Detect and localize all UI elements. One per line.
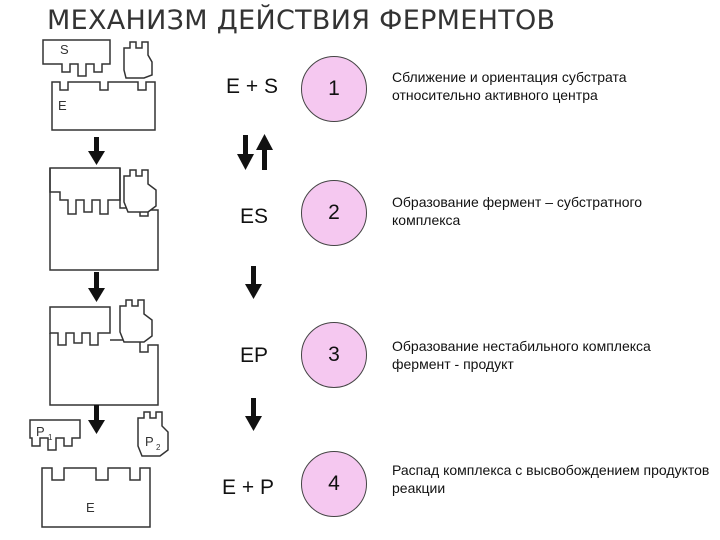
arrow-shaft-mid-2 [251, 266, 256, 286]
arrow-head-mid-2 [245, 284, 262, 299]
arrow-shaft-left-1 [94, 137, 99, 153]
step-circle-3: 3 [301, 322, 367, 388]
enzyme-shape-top [51, 81, 156, 131]
es-complex-shape [49, 167, 121, 215]
product-1-label: P [36, 424, 45, 439]
step-circle-1: 1 [301, 56, 367, 122]
step-circle-2: 2 [301, 180, 367, 246]
step-number-1: 1 [328, 77, 340, 100]
formula-es: ES [240, 205, 269, 228]
enzyme-shape-bottom [41, 467, 151, 528]
step-description-2: Образование фермент – субстратного компл… [392, 194, 643, 228]
arrow-head-down-mid [237, 154, 254, 170]
substrate-shape [42, 39, 111, 77]
formula-ep: EP [240, 344, 269, 367]
ep-complex-shape [49, 306, 111, 346]
molecule-shape-2 [123, 169, 157, 213]
step-description-1: Сближение и ориентация субстрата относит… [392, 69, 627, 103]
arrow-shaft-down-mid [243, 135, 248, 157]
arrow-shaft-mid-3 [251, 398, 256, 418]
step-number-3: 3 [328, 343, 340, 366]
formula-e-plus-s: E + S [226, 75, 278, 98]
arrow-shaft-left-2 [94, 272, 99, 290]
product-2-label: P [145, 434, 154, 449]
step-number-4: 4 [328, 472, 340, 495]
arrow-head-left-1 [88, 151, 105, 165]
step-circle-4: 4 [301, 451, 367, 517]
molecule-shape-3 [119, 299, 153, 343]
molecule-shape-1 [123, 41, 153, 79]
arrow-head-up-mid [256, 134, 273, 150]
product-1-shape [29, 419, 81, 451]
step-description-4: Распад комплекса с высвобождением продук… [392, 462, 710, 496]
enzyme-label-top: E [58, 98, 67, 113]
ep-enzyme-body [49, 333, 159, 406]
step-number-2: 2 [328, 201, 340, 224]
formula-e-plus-p: E + P [222, 476, 274, 499]
product-2-shape [137, 411, 169, 457]
arrow-head-mid-3 [245, 416, 262, 431]
arrow-shaft-left-3 [94, 405, 99, 423]
substrate-label: S [60, 42, 69, 57]
page-title: МЕХАНИЗМ ДЕЙСТВИЯ ФЕРМЕНТОВ [47, 5, 556, 36]
product-2-subscript: 2 [156, 443, 161, 452]
enzyme-label-bottom: E [86, 500, 95, 515]
arrow-shaft-up-mid [262, 148, 267, 170]
step-description-3: Образование нестабильного комплекса ферм… [392, 338, 651, 372]
arrow-head-left-3 [88, 420, 105, 434]
product-1-subscript: 1 [48, 433, 53, 442]
arrow-head-left-2 [88, 288, 105, 302]
